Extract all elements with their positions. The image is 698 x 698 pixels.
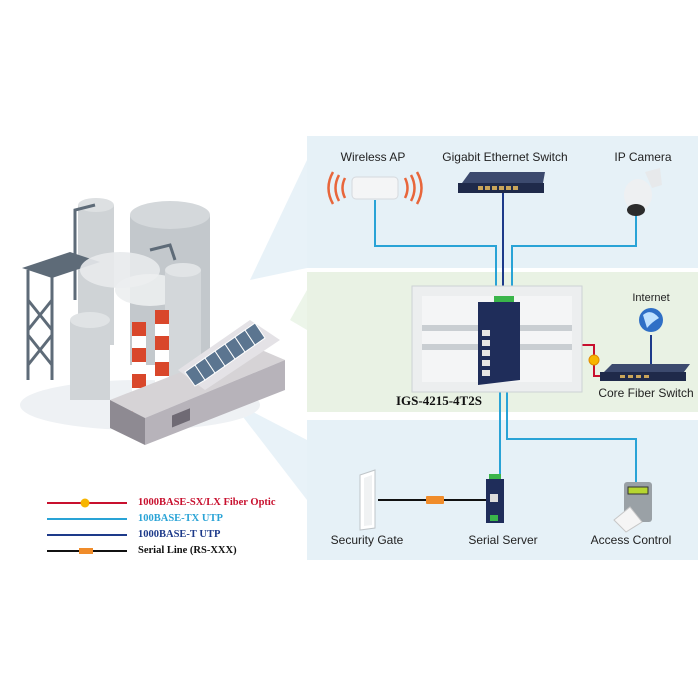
internet-label: Internet (632, 292, 670, 304)
wireless-ap-label: Wireless AP (340, 150, 406, 164)
serial-server-label: Serial Server (468, 533, 538, 547)
legend-100base-tx-label: 100BASE-TX UTP (138, 513, 223, 524)
legend-fiber-label: 1000BASE-SX/LX Fiber Optic (138, 497, 276, 508)
serial-server-icon (486, 474, 504, 523)
access-control-icon (613, 482, 652, 533)
igs-switch-icon (478, 296, 520, 385)
beam-mid (290, 290, 307, 330)
legend-lines (47, 498, 127, 554)
fiber-marker-icon (588, 354, 600, 366)
igs-switch-label: IGS-4215-4T2S (396, 393, 482, 408)
internet-globe-icon (639, 308, 663, 332)
ip-camera-icon (624, 168, 662, 216)
wireless-ap-icon (327, 171, 423, 205)
serial-marker-icon (426, 496, 444, 504)
link-wireless-ap (374, 200, 497, 300)
security-gate-label: Security Gate (330, 533, 404, 547)
core-fiber-switch-label: Core Fiber Switch (598, 386, 694, 400)
factory-illustration (20, 198, 285, 445)
access-control-label: Access Control (590, 533, 672, 547)
ip-camera-label: IP Camera (614, 150, 672, 164)
legend-serial-label: Serial Line (RS-XXX) (138, 545, 237, 556)
gigabit-switch-label: Gigabit Ethernet Switch (442, 150, 568, 164)
beam-bot (230, 400, 307, 500)
legend-1000base-t-label: 1000BASE-T UTP (138, 529, 221, 540)
core-fiber-switch-icon (600, 364, 690, 381)
security-gate-icon (359, 469, 376, 531)
beam-top (250, 160, 307, 280)
link-access-control (506, 385, 637, 482)
link-ip-camera (511, 215, 637, 300)
gigabit-switch-icon (458, 172, 545, 193)
